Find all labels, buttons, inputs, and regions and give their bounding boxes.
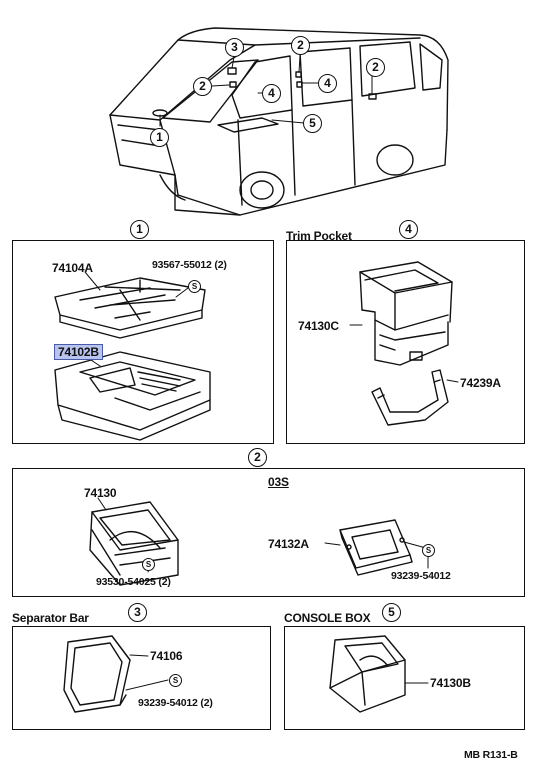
callout-4[interactable]: 4 [262,84,281,103]
section-4-number: 4 [399,220,418,239]
section-2-box [12,468,525,597]
part-label-74130c[interactable]: 74130C [298,319,339,333]
section-3-box [12,626,271,730]
part-label-74130[interactable]: 74130 [84,486,117,500]
section-4-box [286,240,525,444]
screw-symbol-icon: S [142,558,155,571]
section-1-box [12,240,274,444]
section-3-drawing [63,635,169,713]
section-5-title: CONSOLE BOX [284,611,371,625]
section-3-number: 3 [128,603,147,622]
section-5-number: 5 [382,603,401,622]
section-2-drawing [89,497,429,586]
section-1-drawing [54,271,211,441]
callout-5[interactable]: 5 [303,114,322,133]
callout-2[interactable]: 2 [291,36,310,55]
part-label-74106[interactable]: 74106 [150,649,183,663]
part-label-74239a[interactable]: 74239A [460,376,501,390]
part-label-93530-54025[interactable]: 93530-54025 (2) [96,576,171,588]
screw-symbol-icon: S [169,674,182,687]
part-label-74102b[interactable]: 74102B [54,344,103,360]
section-1-number: 1 [130,220,149,239]
section-5-drawing [329,635,429,713]
screw-symbol-icon: S [422,544,435,557]
variant-label-03s: 03S [268,475,289,489]
section-2-number: 2 [248,448,267,467]
section-4-drawing [349,261,459,426]
section-5-box [284,626,525,730]
van-illustration [109,27,449,216]
part-label-93239-54012-x2[interactable]: 93239-54012 (2) [138,697,213,709]
diagram-code: MB R131-B [464,749,518,761]
part-label-74104a[interactable]: 74104A [52,261,93,275]
section-4-title: Trim Pocket [286,229,352,243]
part-label-93239-54012[interactable]: 93239-54012 [391,570,451,582]
part-label-93567-55012[interactable]: 93567-55012 (2) [152,259,227,271]
section-3-title: Separator Bar [12,611,89,625]
callout-2[interactable]: 2 [366,58,385,77]
callout-3[interactable]: 3 [225,38,244,57]
callout-4[interactable]: 4 [318,74,337,93]
part-label-74130b[interactable]: 74130B [430,676,471,690]
part-label-74132a[interactable]: 74132A [268,537,309,551]
callout-2[interactable]: 2 [193,77,212,96]
callout-1[interactable]: 1 [150,128,169,147]
screw-symbol-icon: S [188,280,201,293]
